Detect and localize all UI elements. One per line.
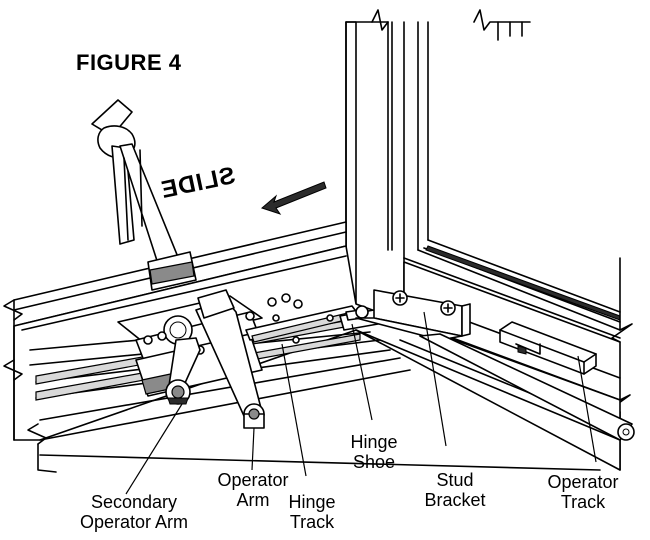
- secondary-operator-arm[interactable]: [165, 337, 201, 405]
- label-operator-track: Operator Track: [547, 472, 619, 512]
- label-operator-arm: Operator Arm: [217, 470, 289, 510]
- figure-title: FIGURE 4: [76, 50, 182, 75]
- label-stud-bracket: Stud Bracket: [424, 470, 486, 510]
- label-hinge-shoe: Hinge Shoe: [350, 432, 398, 472]
- label-hinge-track: Hinge Track: [288, 492, 336, 532]
- leader-lines: [125, 311, 597, 495]
- operator-link-arm: [419, 333, 635, 441]
- operator-crank-handle: [91, 99, 197, 291]
- slide-arrow: [261, 181, 327, 215]
- stud-bracket[interactable]: [355, 289, 471, 341]
- operator-track: [499, 321, 597, 375]
- label-secondary-operator-arm: Secondary Operator Arm: [79, 492, 189, 532]
- operator-arm[interactable]: [195, 289, 265, 429]
